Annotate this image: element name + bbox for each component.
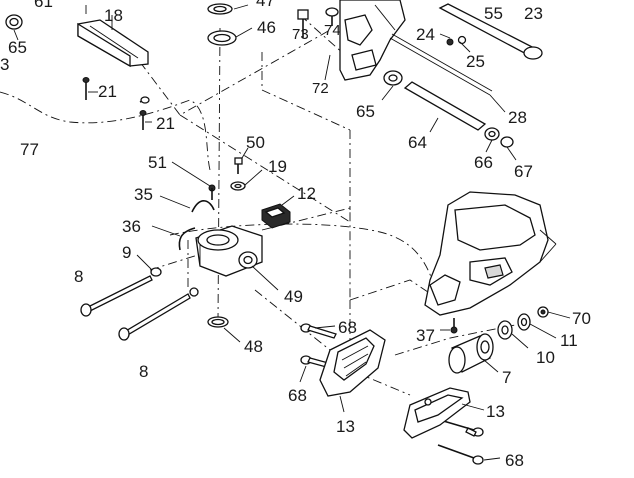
callout-10: 10 xyxy=(536,348,555,367)
callout-68: 68 xyxy=(505,451,524,470)
part-49-housing xyxy=(195,225,263,277)
part-8-bolt-upper xyxy=(80,275,153,317)
part-13-cover-right xyxy=(403,387,471,439)
part-68-bolts-lower xyxy=(437,419,484,465)
callout-68: 68 xyxy=(288,386,307,405)
callout-leaders xyxy=(13,4,571,461)
callout-46: 46 xyxy=(257,18,276,37)
part-47-washer xyxy=(207,3,233,15)
part-64-tube xyxy=(403,81,487,131)
callout-65: 65 xyxy=(356,102,375,121)
part-74-pin xyxy=(325,7,339,26)
callout-65: 65 xyxy=(8,38,27,57)
callout-3: 3 xyxy=(0,55,9,74)
part-73-bolt xyxy=(297,9,309,38)
callout-66: 66 xyxy=(474,153,493,172)
callout-18: 18 xyxy=(104,6,123,25)
part-50-screw xyxy=(234,157,243,174)
part-12-block xyxy=(261,203,291,229)
part-66-ring xyxy=(484,127,500,141)
callout-70: 70 xyxy=(572,309,591,328)
callout-21: 21 xyxy=(98,82,117,101)
part-11-washer xyxy=(517,313,531,331)
callout-23: 23 xyxy=(524,4,543,23)
part-21-bolts xyxy=(82,77,150,130)
callout-64: 64 xyxy=(408,133,427,152)
part-37-screw xyxy=(450,318,458,334)
callout-67: 67 xyxy=(514,162,533,181)
part-7-motor xyxy=(448,333,494,374)
callout-7: 7 xyxy=(502,368,511,387)
part-68-bolt-upper xyxy=(300,323,337,339)
callout-9: 9 xyxy=(122,243,131,262)
callout-55: 55 xyxy=(484,4,503,23)
part-23-shaft xyxy=(438,3,543,60)
part-67-ring xyxy=(500,136,514,148)
callout-25: 25 xyxy=(466,52,485,71)
callout-28: 28 xyxy=(508,108,527,127)
cable-77-line xyxy=(0,91,211,171)
callout-77: 77 xyxy=(20,140,39,159)
callout-49: 49 xyxy=(284,287,303,306)
part-28-rod xyxy=(389,33,493,96)
callout-61: 61 xyxy=(34,0,53,11)
part-8-bolt-lower xyxy=(118,287,199,341)
callout-47: 47 xyxy=(256,0,275,10)
part-10-washer xyxy=(497,320,513,340)
part-65-bushing-right xyxy=(383,70,403,86)
callout-8: 8 xyxy=(139,362,148,381)
callout-11: 11 xyxy=(560,331,578,350)
callout-21: 21 xyxy=(156,114,175,133)
part-19-washer xyxy=(230,181,246,191)
callout-24: 24 xyxy=(416,25,435,44)
part-18-bracket xyxy=(77,15,149,68)
callout-48: 48 xyxy=(244,337,263,356)
part-13-cover-left xyxy=(319,329,386,397)
callout-37: 37 xyxy=(416,326,435,345)
callout-19: 19 xyxy=(268,157,287,176)
callout-labels: 61 47 55 23 18 65 46 73 74 24 25 3 21 21… xyxy=(0,0,591,470)
part-70-nut xyxy=(537,306,549,318)
part-65-bushing-left xyxy=(5,14,23,30)
callout-13: 13 xyxy=(336,417,355,436)
callout-13: 13 xyxy=(486,402,505,421)
callout-36: 36 xyxy=(122,217,141,236)
callout-51: 51 xyxy=(148,153,167,172)
callout-8: 8 xyxy=(74,267,83,286)
part-24-25-fitting xyxy=(446,35,467,46)
gearcase-housing xyxy=(424,191,557,316)
part-48-o-ring xyxy=(207,316,229,328)
part-36-wire xyxy=(178,227,196,251)
callout-68: 68 xyxy=(338,318,357,337)
callout-35: 35 xyxy=(134,185,153,204)
part-72-swivel-bracket xyxy=(339,0,406,81)
cable-37-loop xyxy=(169,223,441,306)
callout-73: 73 xyxy=(292,26,309,43)
callout-74: 74 xyxy=(324,22,341,39)
part-35-cable xyxy=(191,200,215,213)
callout-50: 50 xyxy=(246,133,265,152)
part-51-clip xyxy=(208,184,216,200)
callout-72: 72 xyxy=(312,80,329,97)
part-9-washer xyxy=(150,267,162,277)
callout-12: 12 xyxy=(297,184,316,203)
part-46-washer xyxy=(207,30,237,46)
